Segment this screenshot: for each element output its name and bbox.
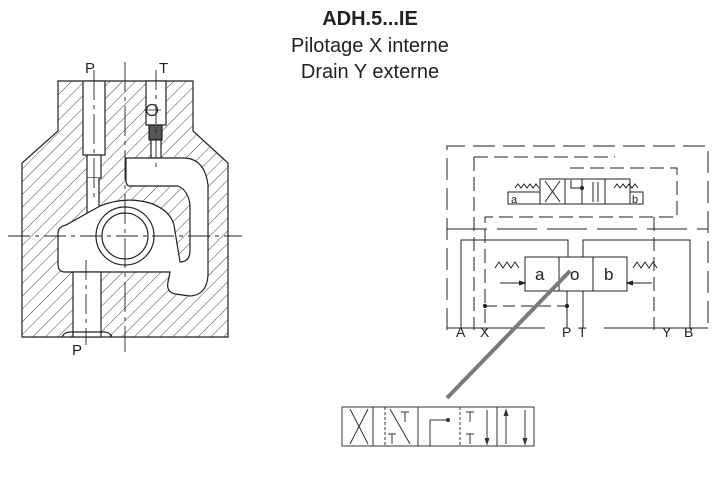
port-label-p: P: [562, 324, 571, 340]
port-label-t-top: T: [159, 60, 168, 77]
main-valve-cell-b: [592, 256, 628, 292]
port-label-y: Y: [662, 324, 672, 340]
pilot-solenoid-b: [629, 191, 644, 205]
pilot-envelope: [473, 156, 615, 330]
orifice-plug: [148, 124, 163, 141]
spool-symbol-detail: [341, 406, 535, 447]
main-valve-label-o: o: [570, 265, 579, 284]
spring-left-icon: [494, 261, 520, 269]
main-valve-label-b: b: [604, 265, 613, 284]
pilot-valve-body: [539, 178, 631, 205]
hydraulic-schematic: [446, 145, 709, 330]
spring-right-icon: [632, 261, 658, 269]
p-lower-bore: [72, 271, 102, 338]
pilot-label-a: a: [511, 194, 518, 206]
port-label-b: B: [684, 324, 693, 340]
pilot-note: Pilotage X interne: [291, 35, 449, 57]
diagram-title: ADH.5...IE: [322, 8, 418, 30]
port-label-p-top: P: [85, 60, 95, 77]
port-label-x: X: [480, 324, 490, 340]
detail-pointer: [445, 269, 572, 400]
port-label-p-bottom: P: [72, 342, 82, 359]
outer-envelope: [446, 145, 709, 330]
main-valve-label-a: a: [535, 265, 545, 284]
drain-note: Drain Y externe: [300, 61, 440, 83]
port-label-a: A: [456, 324, 466, 340]
schematic-port-labels: A X P T Y B: [456, 324, 693, 340]
port-label-t: T: [578, 324, 587, 340]
valve-section-view: [8, 62, 242, 352]
pilot-label-b: b: [632, 194, 638, 206]
